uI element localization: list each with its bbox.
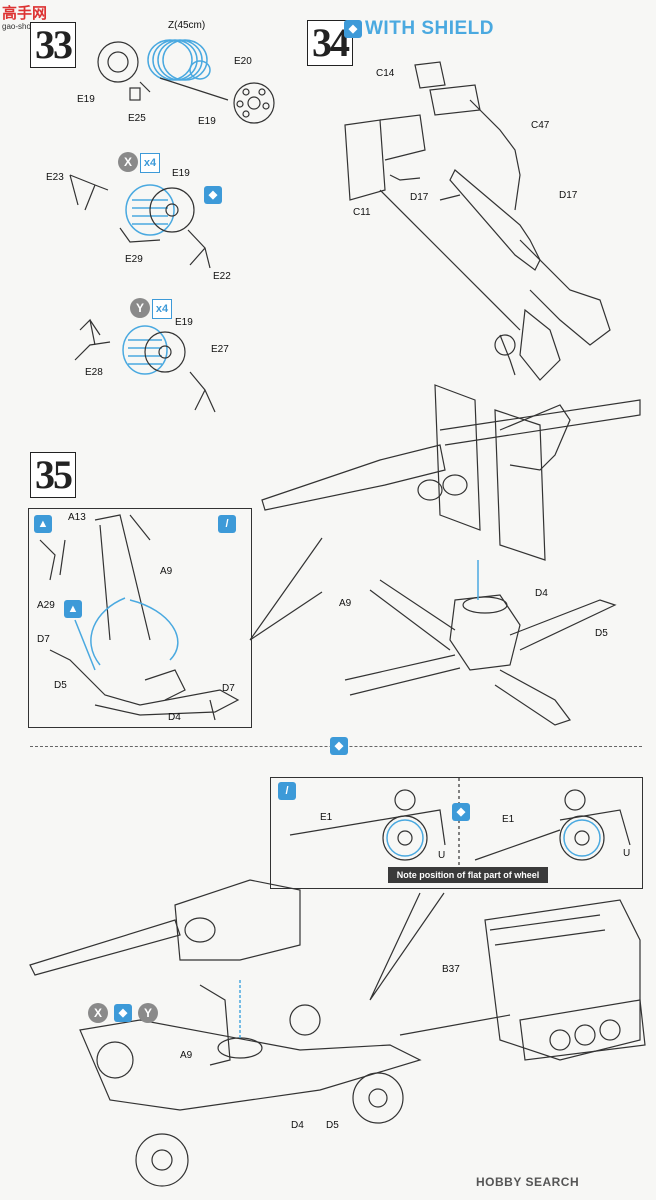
label-z45: Z(45cm)	[168, 20, 206, 31]
label-e19-3: E19	[172, 168, 190, 179]
step-35-detail-frame	[28, 508, 252, 728]
variant-x-icon: X	[118, 152, 138, 172]
label-b37: B37	[442, 964, 460, 975]
label-a9: A9	[160, 566, 173, 577]
brush-icon-2: /	[278, 782, 296, 800]
label-a9-3: A9	[180, 1050, 193, 1061]
variant-y-icon-bottom: Y	[138, 1003, 158, 1023]
label-e22: E22	[213, 271, 231, 282]
variant-shield-icon-bottom: ◆	[114, 1004, 132, 1022]
wheel-e19-right	[233, 82, 275, 124]
label-e19: E19	[77, 94, 95, 105]
watermark-logo: 高手网	[2, 5, 48, 22]
gun-shield	[434, 384, 481, 531]
cable-drum-z	[147, 39, 211, 81]
label-e19-2: E19	[198, 116, 216, 127]
label-e25: E25	[128, 113, 146, 124]
step-34-title: WITH SHIELD	[365, 18, 494, 39]
divider-variant-icon: ◆	[330, 737, 348, 755]
variant-y-icon: Y	[130, 298, 150, 318]
quantity-x4-badge-2: x4	[152, 299, 172, 319]
step-number-35: 35	[30, 452, 76, 498]
label-e28: E28	[85, 367, 103, 378]
label-e20: E20	[234, 56, 252, 67]
wheel-disc-e19	[97, 41, 139, 83]
label-e1-2: E1	[502, 814, 515, 825]
shield-variant-icon: ◆	[204, 186, 222, 204]
label-d5-3: D5	[326, 1120, 339, 1131]
watermark-url: gao-shou.com	[2, 22, 53, 31]
label-d5: D5	[54, 680, 67, 691]
label-e23: E23	[46, 172, 64, 183]
label-d4: D4	[168, 712, 181, 723]
label-e27: E27	[211, 344, 229, 355]
halftrack-body	[484, 899, 641, 1061]
shield-c11	[344, 119, 386, 201]
label-a13: A13	[68, 512, 86, 523]
label-d17-2: D17	[559, 190, 578, 201]
label-a29: A29	[37, 600, 55, 611]
paint-icon-2: ▲	[64, 600, 82, 618]
inset-variant-icon: ◆	[452, 803, 470, 821]
label-d7-2: D7	[222, 683, 235, 694]
label-c11: C11	[353, 207, 371, 218]
barrel-travel	[29, 919, 181, 976]
brush-icon: /	[218, 515, 236, 533]
label-d5-2: D5	[595, 628, 608, 639]
quantity-x4-badge: x4	[140, 153, 160, 173]
label-c47: C47	[531, 120, 550, 131]
cruciform-mount	[449, 594, 521, 671]
label-u-2: U	[623, 848, 631, 859]
label-d4-3: D4	[291, 1120, 304, 1131]
wheel-inset-frame	[270, 777, 643, 889]
label-a9-2: A9	[339, 598, 352, 609]
label-e29: E29	[125, 254, 143, 265]
hobbysearch-watermark: HOBBY SEARCH	[476, 1175, 580, 1189]
with-shield-icon: ◆	[344, 20, 362, 38]
gun-barrel	[261, 444, 446, 511]
wheel-note: Note position of flat part of wheel	[388, 867, 548, 883]
label-c14: C14	[376, 68, 395, 79]
step-number-33: 33	[30, 22, 76, 68]
label-d17: D17	[410, 192, 429, 203]
paint-icon: ▲	[34, 515, 52, 533]
variant-x-icon-bottom: X	[88, 1003, 108, 1023]
label-u: U	[438, 850, 446, 861]
label-e1: E1	[320, 812, 333, 823]
label-d7: D7	[37, 634, 50, 645]
label-d4-2: D4	[535, 588, 548, 599]
label-e19-4: E19	[175, 317, 193, 328]
